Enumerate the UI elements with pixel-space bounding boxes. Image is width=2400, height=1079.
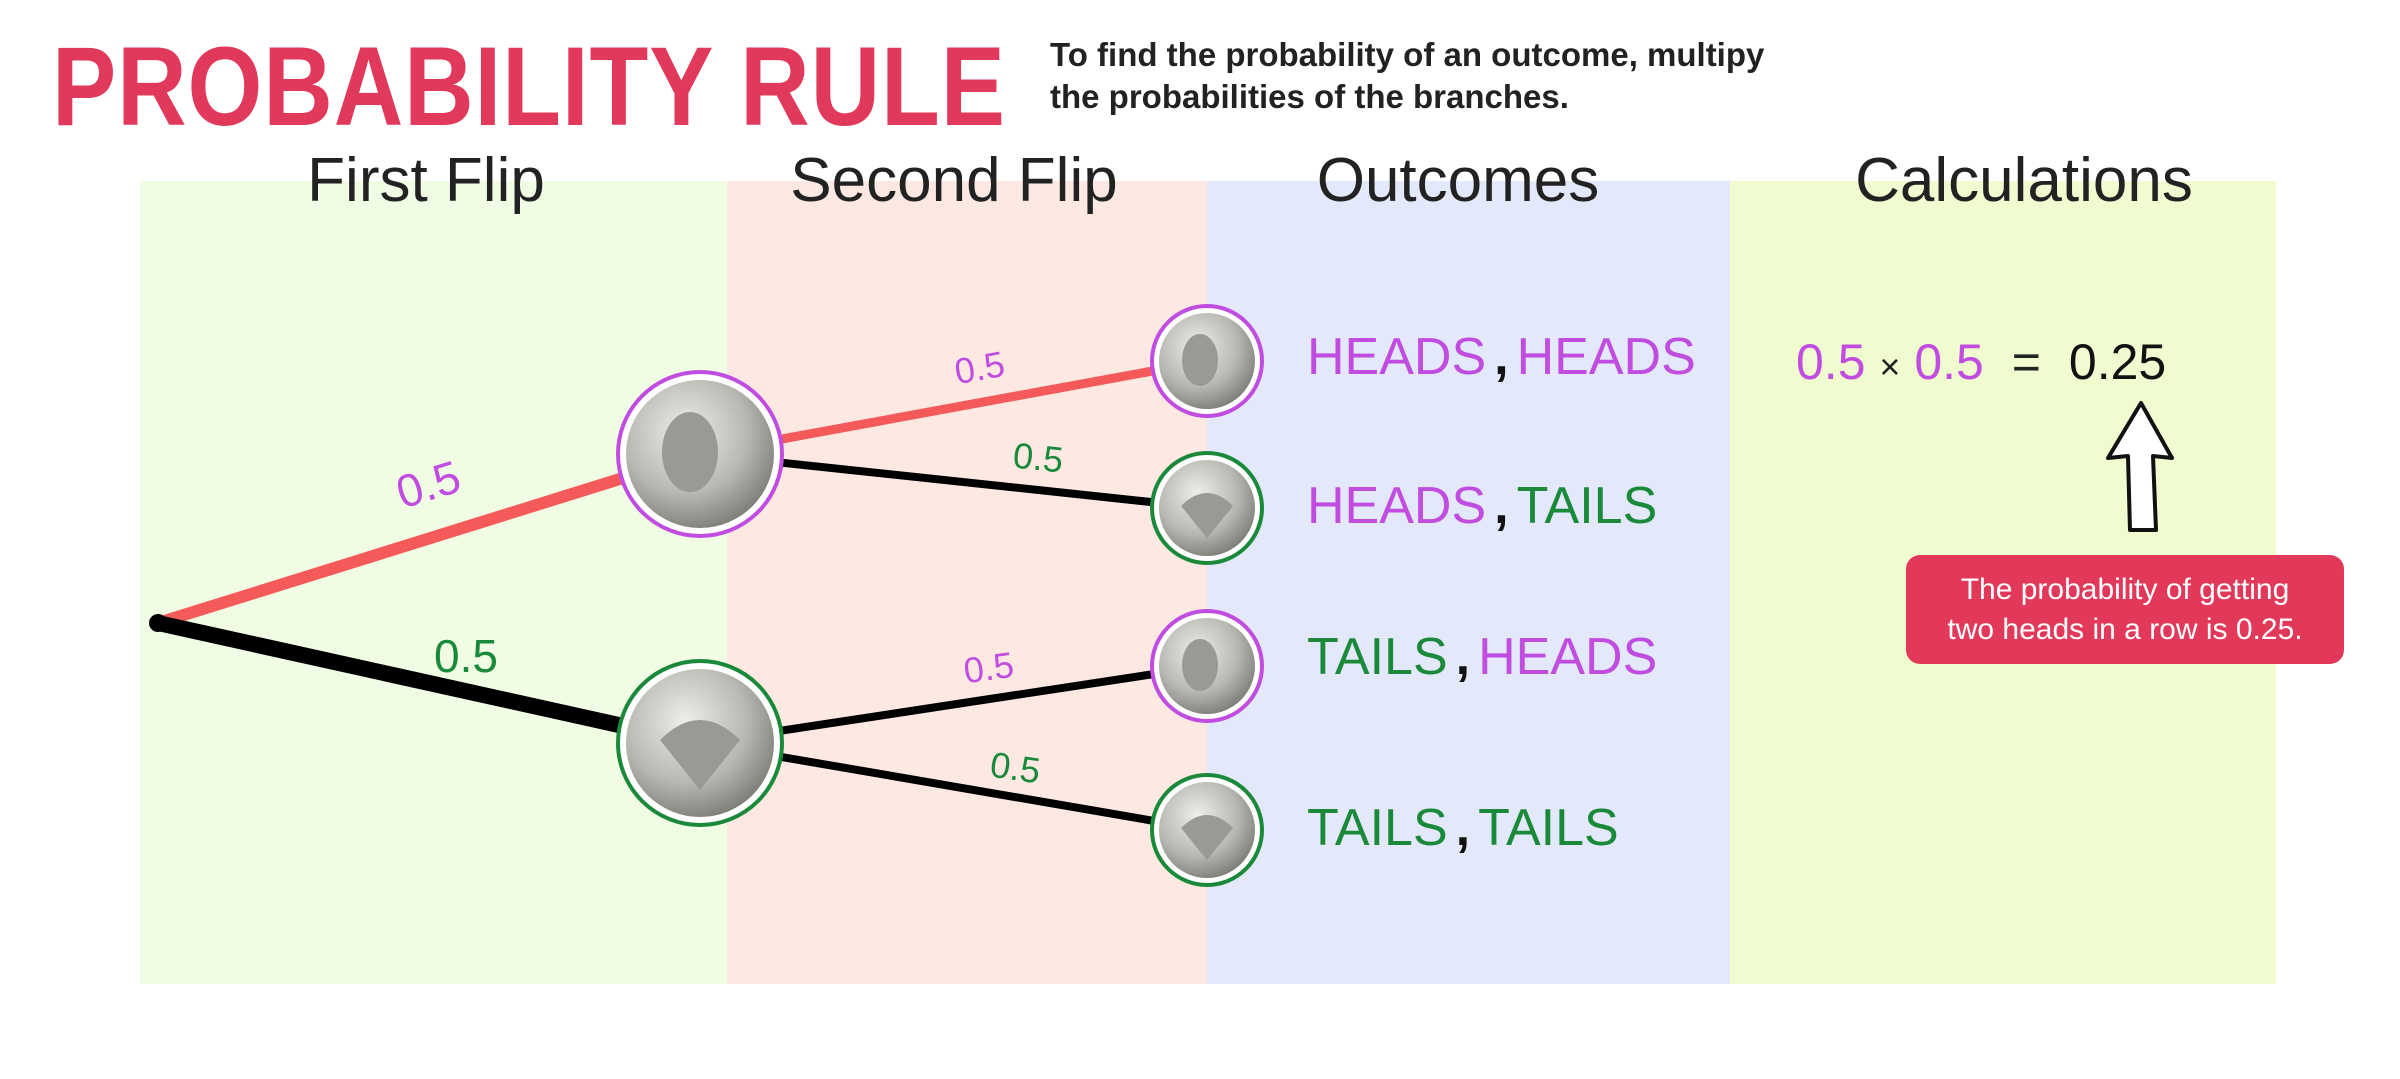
calc-factor-a: 0.5 (1796, 334, 1866, 390)
branch-heads-first (156, 448, 702, 629)
comma: , (1494, 477, 1509, 535)
outcome-first: TAILS (1307, 799, 1448, 857)
subtitle: To find the probability of an outcome, m… (1050, 34, 1764, 118)
calculation: 0.5 × 0.5 = 0.25 (1796, 333, 2166, 391)
coin-heads-icon (1150, 304, 1264, 418)
outcome-row: TAILS,TAILS (1307, 798, 1619, 858)
calc-result: 0.25 (2068, 334, 2167, 390)
prob-label-tt: 0.5 (988, 744, 1043, 792)
outcome-row: TAILS,HEADS (1307, 627, 1657, 687)
subtitle-line: To find the probability of an outcome, m… (1050, 36, 1765, 73)
note-callout: The probability of getting two heads in … (1906, 555, 2344, 664)
prob-label-hh: 0.5 (951, 343, 1007, 392)
comma: , (1455, 799, 1471, 857)
branch-hh (699, 356, 1208, 459)
note-text: The probability of getting two heads in … (1947, 572, 2303, 646)
branch-tails-first (156, 615, 702, 751)
coin-heads-icon (1150, 609, 1264, 723)
comma: , (1494, 328, 1509, 386)
panel-second-flip (727, 181, 1207, 984)
arrow-up-icon (2106, 401, 2174, 532)
prob-label-th: 0.5 (961, 644, 1016, 692)
header-first-flip: First Flip (307, 146, 545, 215)
panel-outcomes (1207, 181, 1730, 984)
calc-equals: = (2011, 334, 2041, 390)
header-outcomes: Outcomes (1316, 146, 1600, 215)
outcome-second: HEADS (1516, 328, 1696, 386)
outcome-second: HEADS (1478, 628, 1658, 686)
coin-tails-icon (1150, 773, 1264, 887)
page-title: PROBABILITY RULE (52, 24, 1006, 149)
header-second-flip: Second Flip (790, 146, 1118, 215)
coin-heads-icon (616, 370, 784, 538)
outcome-first: HEADS (1307, 477, 1487, 535)
prob-label-heads-first: 0.5 (390, 450, 466, 518)
panel-first-flip (140, 181, 727, 984)
branch-ht (699, 450, 1208, 512)
outcome-first: TAILS (1307, 628, 1448, 686)
subtitle-line: the probabilities of the branches. (1050, 78, 1569, 115)
outcome-first: HEADS (1307, 328, 1487, 386)
branch-tt (699, 739, 1208, 834)
header-calculations: Calculations (1855, 146, 2193, 215)
branch-th (699, 662, 1208, 747)
prob-label-ht: 0.5 (1011, 435, 1065, 481)
outcome-row: HEADS,HEADS (1307, 327, 1696, 387)
root-node (149, 614, 167, 632)
calc-factor-b: 0.5 (1914, 334, 1984, 390)
calc-times: × (1879, 346, 1901, 387)
outcome-second: TAILS (1516, 477, 1658, 535)
coin-tails-icon (1150, 451, 1264, 565)
outcome-second: TAILS (1478, 799, 1619, 857)
outcome-row: HEADS,TAILS (1307, 476, 1657, 536)
prob-label-tails-first: 0.5 (434, 630, 498, 682)
coin-tails-icon (616, 659, 784, 827)
comma: , (1455, 628, 1471, 686)
